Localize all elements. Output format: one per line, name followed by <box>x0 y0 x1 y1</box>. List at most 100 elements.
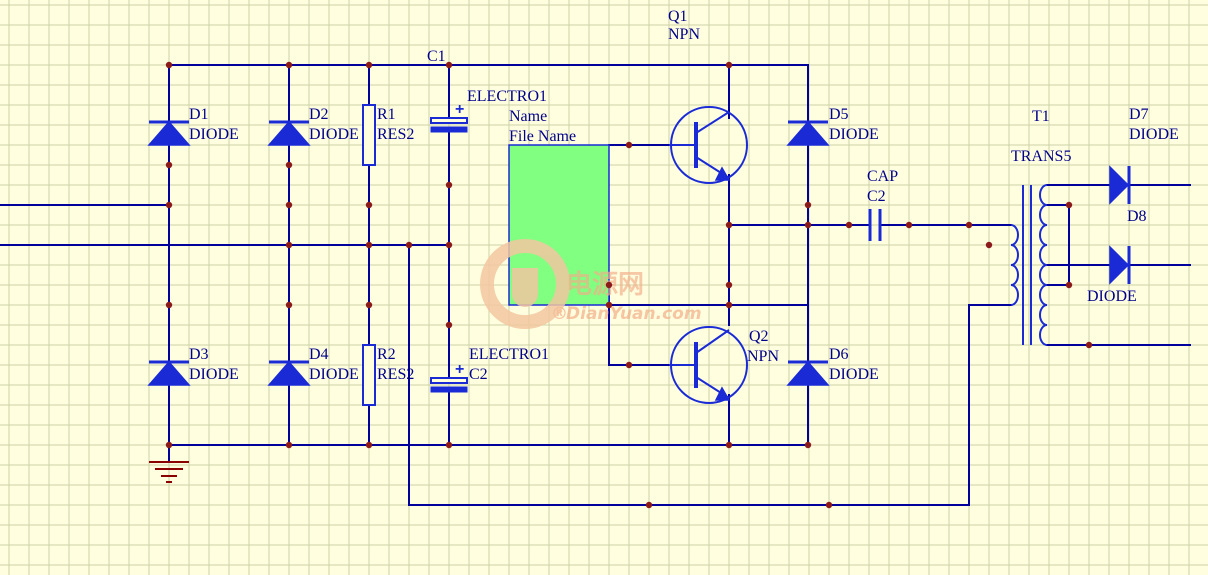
electro1-top-label: ELECTRO1 <box>467 88 547 105</box>
d2-type-label: DIODE <box>309 126 359 143</box>
watermark-mark: ® <box>551 304 568 324</box>
labels: C1 Q1 NPN ELECTRO1 Name File Name D1 DIO… <box>189 8 1179 383</box>
junction-dot <box>804 221 812 229</box>
junction-dot <box>285 161 293 169</box>
diode-d7-symbol[interactable] <box>1109 165 1131 205</box>
junction-dot <box>625 361 633 369</box>
junction-dot <box>165 61 173 69</box>
junction-dot <box>825 501 833 509</box>
diode-d5-symbol[interactable] <box>786 120 830 146</box>
junction-dot <box>804 441 812 449</box>
watermark-en: DianYuan.com <box>566 304 702 324</box>
wires <box>0 64 1191 506</box>
junction-dot <box>725 441 733 449</box>
junction-dot <box>1065 201 1073 209</box>
block-filename-label: File Name <box>509 128 576 145</box>
ground-symbol <box>149 461 189 483</box>
junction-dot <box>845 221 853 229</box>
junction-dot <box>285 301 293 309</box>
junction-dot <box>445 241 453 249</box>
cap-ref-label: C2 <box>867 188 886 205</box>
junctions <box>165 61 1093 509</box>
d3-ref-label: D3 <box>189 346 209 363</box>
d6-type-label: DIODE <box>829 366 879 383</box>
transistor-q2-symbol[interactable] <box>669 326 748 404</box>
transformer-t1-symbol[interactable] <box>1010 184 1048 346</box>
junction-dot <box>285 241 293 249</box>
q2-ref-label: Q2 <box>749 328 769 345</box>
junction-dot <box>605 301 613 309</box>
q1-ref-label: Q1 <box>668 8 688 25</box>
junction-dot <box>985 241 993 249</box>
transistor-q1-symbol[interactable] <box>669 106 748 184</box>
d8-ref-label: D8 <box>1127 208 1147 225</box>
q1-type-label: NPN <box>668 26 700 43</box>
diode-d4-symbol[interactable] <box>267 360 311 386</box>
watermark-logo-icon <box>480 239 570 329</box>
cap-type-label: CAP <box>867 168 898 185</box>
net-label-c1: C1 <box>427 48 446 65</box>
junction-dot <box>365 241 373 249</box>
junction-dot <box>725 281 733 289</box>
plug-icon <box>512 268 538 307</box>
r1-ref-label: R1 <box>377 106 396 123</box>
electrolytic-cap-bottom-symbol[interactable]: + <box>430 361 468 393</box>
diode-d2-symbol[interactable] <box>267 120 311 146</box>
junction-dot <box>445 181 453 189</box>
junction-dot <box>365 61 373 69</box>
diode-d6-symbol[interactable] <box>786 360 830 386</box>
junction-dot <box>965 221 973 229</box>
resistor-r2-symbol[interactable] <box>362 344 376 406</box>
svg-text:+: + <box>455 101 464 118</box>
junction-dot <box>804 201 812 209</box>
junction-dot <box>285 61 293 69</box>
junction-dot <box>285 201 293 209</box>
capacitor-c2-symbol[interactable] <box>868 209 882 241</box>
electro1-bottom-label: ELECTRO1 <box>469 346 549 363</box>
junction-dot <box>605 281 613 289</box>
block-name-label: Name <box>509 108 547 125</box>
d3-type-label: DIODE <box>189 366 239 383</box>
junction-dot <box>365 301 373 309</box>
junction-dot <box>165 201 173 209</box>
electrolytic-cap-top-symbol[interactable]: + <box>430 101 468 133</box>
junction-dot <box>725 301 733 309</box>
diode-d8-symbol[interactable] <box>1109 245 1131 285</box>
r2-ref-label: R2 <box>377 346 396 363</box>
junction-dot <box>165 441 173 449</box>
diode-d3-symbol[interactable] <box>147 360 191 386</box>
resistor-r1-symbol[interactable] <box>362 104 376 166</box>
junction-dot <box>365 201 373 209</box>
junction-dot <box>165 301 173 309</box>
d4-ref-label: D4 <box>309 346 329 363</box>
watermark: 电源网 ® DianYuan.com <box>480 239 702 329</box>
junction-dot <box>165 161 173 169</box>
d7-ref-label: D7 <box>1129 106 1149 123</box>
junction-dot <box>725 61 733 69</box>
r2-type-label: RES2 <box>377 366 414 383</box>
d5-ref-label: D5 <box>829 106 849 123</box>
junction-dot <box>445 441 453 449</box>
junction-dot <box>905 221 913 229</box>
d2-ref-label: D2 <box>309 106 329 123</box>
junction-dot <box>725 221 733 229</box>
r1-type-label: RES2 <box>377 126 414 143</box>
q2-type-label: NPN <box>747 348 779 365</box>
d1-ref-label: D1 <box>189 106 209 123</box>
junction-dot <box>445 61 453 69</box>
watermark-cn: 电源网 <box>566 270 644 300</box>
t1-type-label: TRANS5 <box>1011 148 1071 165</box>
junction-dot <box>285 441 293 449</box>
svg-text:+: + <box>455 361 464 378</box>
junction-dot <box>365 441 373 449</box>
diode-d1-symbol[interactable] <box>147 120 191 146</box>
junction-dot <box>445 321 453 329</box>
d4-type-label: DIODE <box>309 366 359 383</box>
junction-dot <box>405 241 413 249</box>
c2-ref-label: C2 <box>469 366 488 383</box>
t1-ref-label: T1 <box>1032 108 1050 125</box>
d7-type-label: DIODE <box>1129 126 1179 143</box>
junction-dot <box>1065 281 1073 289</box>
junction-dot <box>645 501 653 509</box>
